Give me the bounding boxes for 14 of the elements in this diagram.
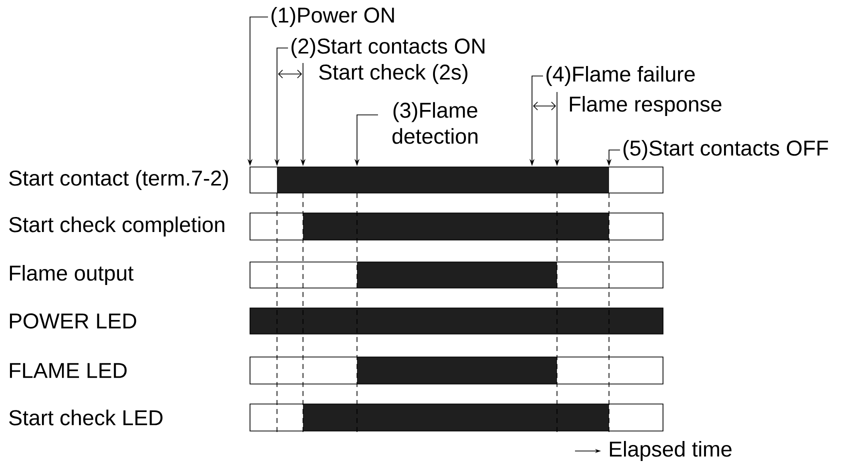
row-label: Start contact (term.7-2) [9, 170, 228, 190]
note-text: Elapsed time [610, 440, 732, 462]
row-label: Start check LED [9, 410, 162, 426]
event-label: (1)Power ON [272, 6, 394, 28]
row-label: FLAME LED [10, 363, 127, 378]
row-label: Start check completion [9, 216, 224, 237]
event-label: (4)Flame failure [546, 66, 695, 86]
note-text: Flame response [570, 96, 722, 116]
event-label: (5)Start contacts OFF [624, 140, 828, 160]
row-label: POWER LED [10, 313, 136, 329]
event-label: (2)Start contacts ON [292, 38, 484, 58]
row-label: Flame output [10, 264, 134, 286]
event-label: (3)Flame detection [392, 102, 478, 144]
note-text: Start check (2s) [319, 64, 468, 84]
